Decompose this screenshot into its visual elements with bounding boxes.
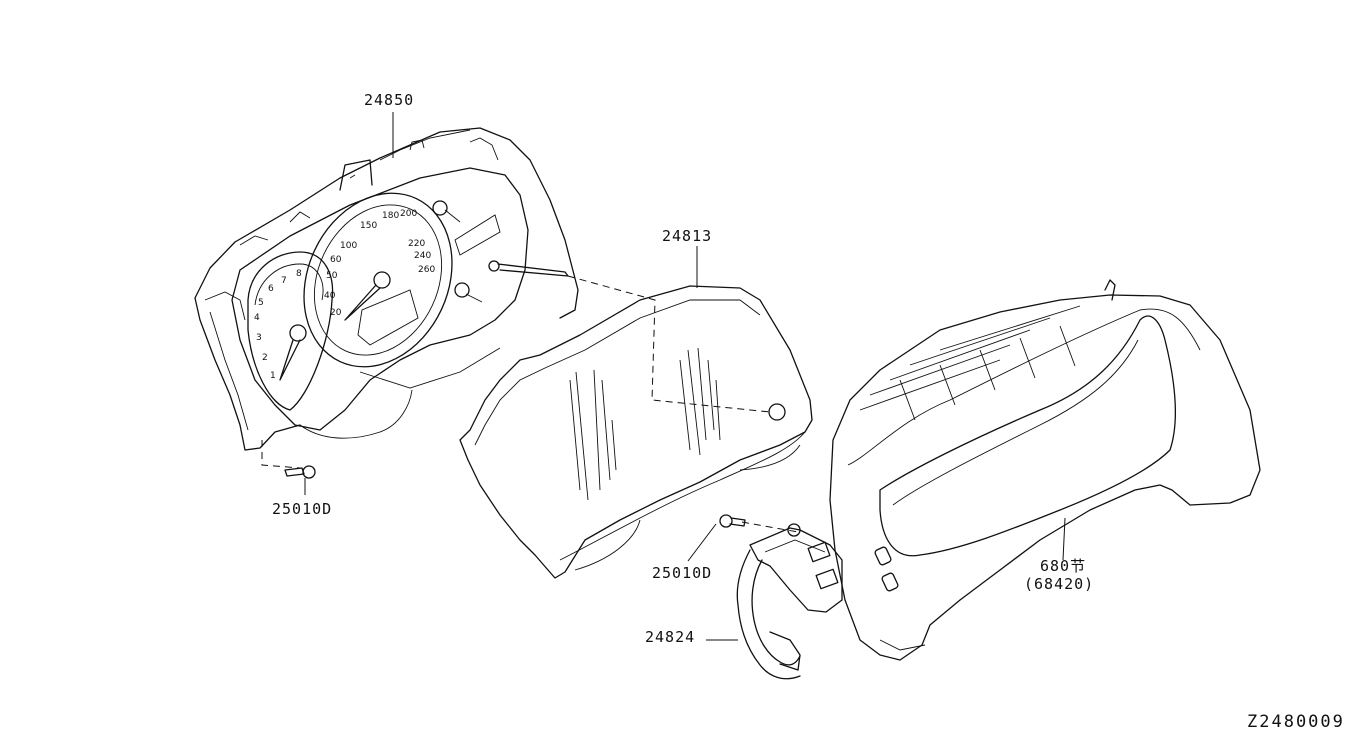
speedometer-numeral: 180: [382, 211, 399, 221]
tachometer-numeral: 1: [270, 371, 276, 381]
tachometer-numeral: 7: [281, 276, 287, 286]
part-label-finisher: 680节: [1040, 558, 1086, 574]
speedometer-numeral: 200: [400, 209, 417, 219]
part-label-meter-cluster: 24850: [364, 91, 415, 109]
finisher-mark: 节: [1070, 557, 1087, 575]
cluster-finisher-icon: [829, 279, 1261, 661]
speedometer-numeral: 220: [408, 239, 425, 249]
diagram-code: Z2480009: [1247, 712, 1345, 732]
wire-harness-icon: [736, 523, 843, 680]
tachometer-numeral: 8: [296, 269, 302, 279]
speedometer-numeral: 20: [330, 308, 342, 318]
part-label-meter-lens: 24813: [662, 227, 713, 245]
part-label-harness: 24824: [645, 628, 696, 646]
finisher-number: 680: [1040, 557, 1071, 575]
tachometer-numeral: 2: [262, 353, 268, 363]
speedometer-numeral: 40: [324, 291, 336, 301]
combination-meter-icon: [194, 127, 579, 451]
speedometer-numeral: 240: [414, 251, 431, 261]
speedometer-numeral: 60: [330, 255, 342, 265]
speedometer-numeral: 50: [326, 271, 338, 281]
leader-lines: [304, 112, 1066, 641]
tachometer-numeral: 4: [254, 313, 260, 323]
part-label-screw-left: 25010D: [272, 500, 333, 518]
part-label-finisher-alt: (68420): [1024, 575, 1095, 593]
screw-icon: [284, 465, 316, 479]
meter-lens-icon: [459, 285, 813, 579]
speedometer-numeral: 260: [418, 265, 435, 275]
part-label-screw-right: 25010D: [652, 564, 713, 582]
tachometer-numeral: 3: [256, 333, 262, 343]
tachometer-numeral: 6: [268, 284, 274, 294]
screw-icon-2: [719, 514, 746, 528]
speedometer-numeral: 150: [360, 221, 377, 231]
tachometer-numeral: 5: [258, 298, 264, 308]
speedometer-numeral: 100: [340, 241, 357, 251]
